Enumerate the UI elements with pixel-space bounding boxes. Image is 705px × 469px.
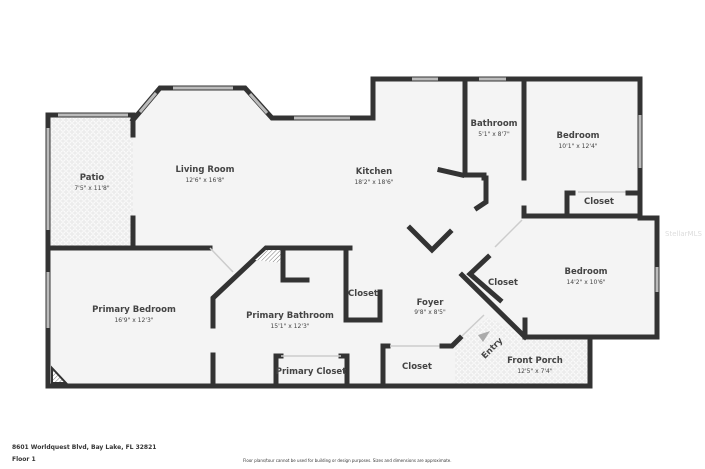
room-name: Primary Bedroom [92, 305, 176, 315]
door [494, 219, 523, 248]
wall [437, 167, 465, 178]
entry-door[interactable] [461, 314, 485, 337]
wall [473, 175, 489, 212]
room-name: Closet [348, 289, 378, 299]
room-name: Primary Closet [276, 367, 347, 377]
closet-wall [343, 245, 383, 323]
wall [210, 245, 353, 329]
wall [439, 334, 464, 349]
room-dims: 10'1" x 12'4" [558, 143, 597, 150]
room-dims: 5'1" x 8'7" [478, 131, 510, 138]
room-name: Closet [584, 197, 614, 207]
room-name: Primary Bathroom [246, 311, 334, 321]
patio-floor [50, 117, 133, 247]
kitchen-island [406, 224, 454, 254]
wall [380, 343, 391, 389]
hatch [255, 250, 282, 263]
wall [564, 190, 576, 219]
wall [280, 247, 310, 283]
room-name: Foyer [417, 298, 445, 308]
closet-wall [466, 253, 504, 304]
window [138, 92, 158, 113]
room-name: Kitchen [356, 167, 392, 177]
room-dims: 18'2" x 18'6" [354, 179, 393, 186]
room-name: Bedroom [556, 131, 599, 141]
room-name: Bedroom [564, 267, 607, 277]
room-dims: 15'1" x 12'3" [270, 323, 309, 330]
room-dims: 12'5" x 7'4" [517, 368, 553, 375]
room-dims: 16'9" x 12'3" [114, 317, 153, 324]
window [248, 92, 269, 115]
room-dims: 9'8" x 8'5" [414, 309, 446, 316]
wall [458, 271, 529, 341]
watermark: StellarMLS [665, 230, 702, 238]
door [209, 247, 234, 273]
room-name: Closet [402, 362, 432, 372]
porch-floor [455, 317, 590, 386]
room-name: Living Room [176, 165, 235, 175]
interior-floor [48, 79, 657, 386]
hatch [51, 365, 69, 384]
room-name: Patio [80, 173, 105, 183]
room-name: Closet [488, 278, 518, 288]
room-name: Front Porch [507, 356, 563, 366]
room-dims: 12'6" x 16'8" [185, 177, 224, 184]
wall [338, 353, 350, 389]
address: 8601 Worldquest Blvd, Bay Lake, FL 32821 [12, 444, 157, 451]
room-dims: 14'2" x 10'6" [566, 279, 605, 286]
wall [521, 205, 643, 219]
floor-label: Floor 1 [12, 456, 36, 463]
entry-arrow-icon [478, 331, 490, 342]
wall [273, 353, 284, 389]
disclaimer: Floor plans/tour cannot be used for buil… [243, 458, 452, 463]
room-name: Bathroom [470, 119, 517, 129]
room-dims: 7'5" x 11'8" [74, 185, 110, 192]
